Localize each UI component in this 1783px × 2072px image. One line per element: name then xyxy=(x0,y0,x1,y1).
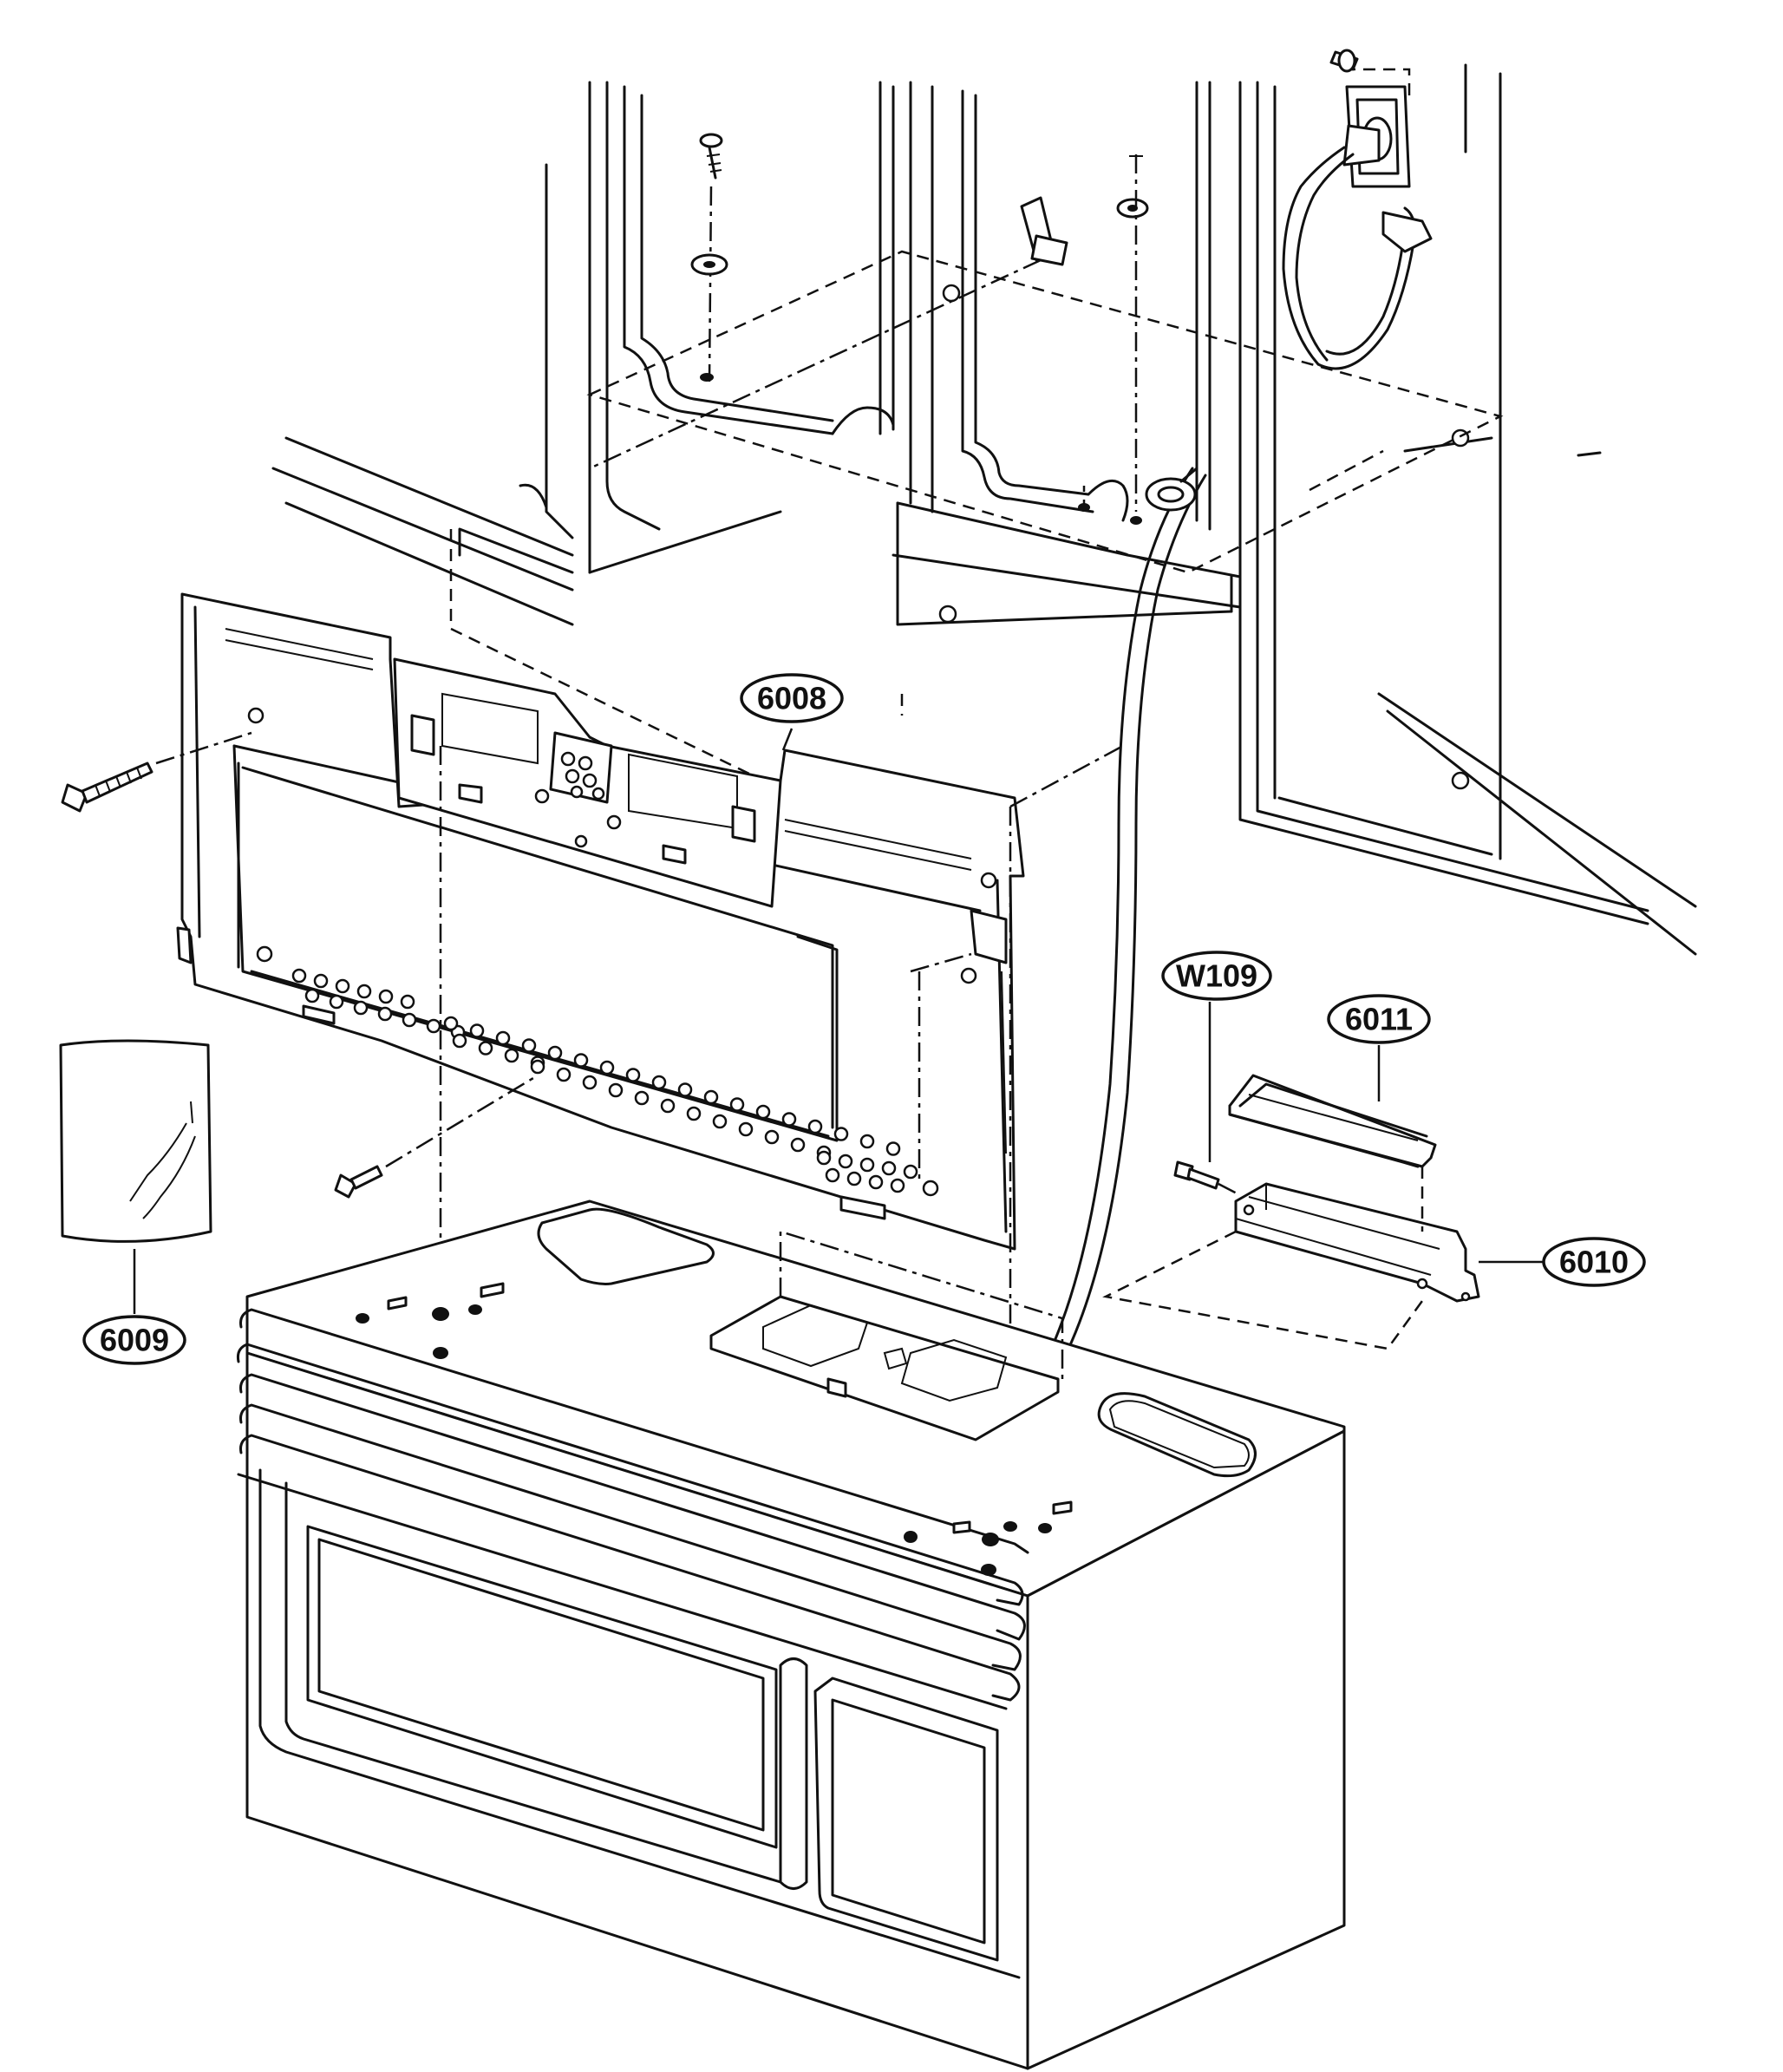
top-screw-left xyxy=(690,133,728,382)
plate-hole xyxy=(443,1016,459,1031)
plate-hole xyxy=(521,1038,537,1053)
plate-hole xyxy=(582,1075,598,1090)
callout-6008: 6008 xyxy=(740,673,844,723)
plate-hole xyxy=(825,1167,840,1183)
literature-bag xyxy=(59,1039,212,1314)
plate-hole xyxy=(556,1067,571,1082)
plate-hole xyxy=(885,1141,901,1156)
plate-hole xyxy=(686,1106,702,1121)
junction-cover xyxy=(1228,1074,1437,1168)
plate-hole xyxy=(868,1174,884,1190)
top-washer-right xyxy=(1078,154,1149,525)
plate-hole xyxy=(378,989,394,1004)
plate-hole xyxy=(313,973,329,989)
plate-hole xyxy=(400,994,415,1010)
plate-hole xyxy=(495,1030,511,1046)
upper-cabinets xyxy=(271,63,1697,956)
callout-6008-label: 6008 xyxy=(757,681,826,716)
guide-lines xyxy=(439,744,1124,1561)
plate-hole xyxy=(469,1023,485,1038)
plate-hole xyxy=(402,1012,417,1028)
plate-hole xyxy=(833,1127,849,1141)
plate-hole xyxy=(859,1134,875,1149)
callout-6010-label: 6010 xyxy=(1559,1245,1629,1280)
plate-hole xyxy=(426,1018,441,1034)
plate-hole xyxy=(356,984,372,999)
plate-hole xyxy=(304,988,320,1003)
plate-hole xyxy=(903,1164,918,1180)
plate-hole xyxy=(573,1053,589,1068)
plate-hole xyxy=(838,1154,853,1169)
plate-hole xyxy=(608,1082,624,1098)
plate-hole xyxy=(329,994,344,1010)
plate-hole xyxy=(846,1171,862,1186)
left-long-screw xyxy=(61,731,252,813)
plate-hole xyxy=(738,1121,754,1137)
plate-hole xyxy=(291,968,307,984)
plate-hole xyxy=(881,1160,897,1176)
plate-hole xyxy=(651,1075,667,1090)
plate-hole xyxy=(530,1059,545,1075)
top-right-screw xyxy=(1329,49,1359,73)
leader-6008 xyxy=(781,728,794,751)
mounting-plate xyxy=(176,592,1025,1251)
plate-hole xyxy=(712,1114,728,1129)
plate-hole xyxy=(625,1068,641,1082)
plate-hole xyxy=(755,1104,771,1120)
plate-hole xyxy=(504,1048,519,1063)
plate-hole xyxy=(452,1033,467,1049)
plate-hole xyxy=(547,1045,563,1061)
mounting-template-outline xyxy=(449,68,1504,852)
power-outlet xyxy=(1282,85,1433,370)
microwave-oven xyxy=(237,1199,1346,2070)
callout-w109-label: W109 xyxy=(1176,958,1257,994)
callout-6009: 6009 xyxy=(82,1315,186,1365)
plate-hole xyxy=(790,1137,806,1153)
plate-hole xyxy=(353,1000,369,1016)
plate-hole xyxy=(807,1119,823,1134)
short-screw-left xyxy=(334,1074,539,1199)
callout-6009-label: 6009 xyxy=(100,1323,169,1358)
plate-hole xyxy=(703,1089,719,1105)
plate-hole xyxy=(599,1060,615,1075)
callout-6011: 6011 xyxy=(1327,994,1431,1044)
plate-hole xyxy=(729,1097,745,1112)
callout-6010: 6010 xyxy=(1542,1237,1646,1287)
plate-hole xyxy=(781,1112,797,1127)
callout-w109: W109 xyxy=(1161,951,1272,1001)
w109-screw xyxy=(1173,1002,1241,1197)
callout-6011-label: 6011 xyxy=(1345,1002,1413,1037)
plate-hole xyxy=(478,1041,493,1056)
plate-hole xyxy=(890,1178,905,1193)
plate-hole xyxy=(859,1157,875,1173)
plate-hole xyxy=(660,1098,676,1114)
plate-hole xyxy=(634,1090,650,1106)
plate-hole xyxy=(816,1150,832,1166)
plate-hole xyxy=(335,978,350,994)
toggle-bolt xyxy=(589,196,1068,470)
plate-hole xyxy=(377,1006,393,1022)
plate-hole xyxy=(764,1129,780,1145)
plate-hole xyxy=(677,1082,693,1097)
junction-box xyxy=(1102,1167,1544,1350)
